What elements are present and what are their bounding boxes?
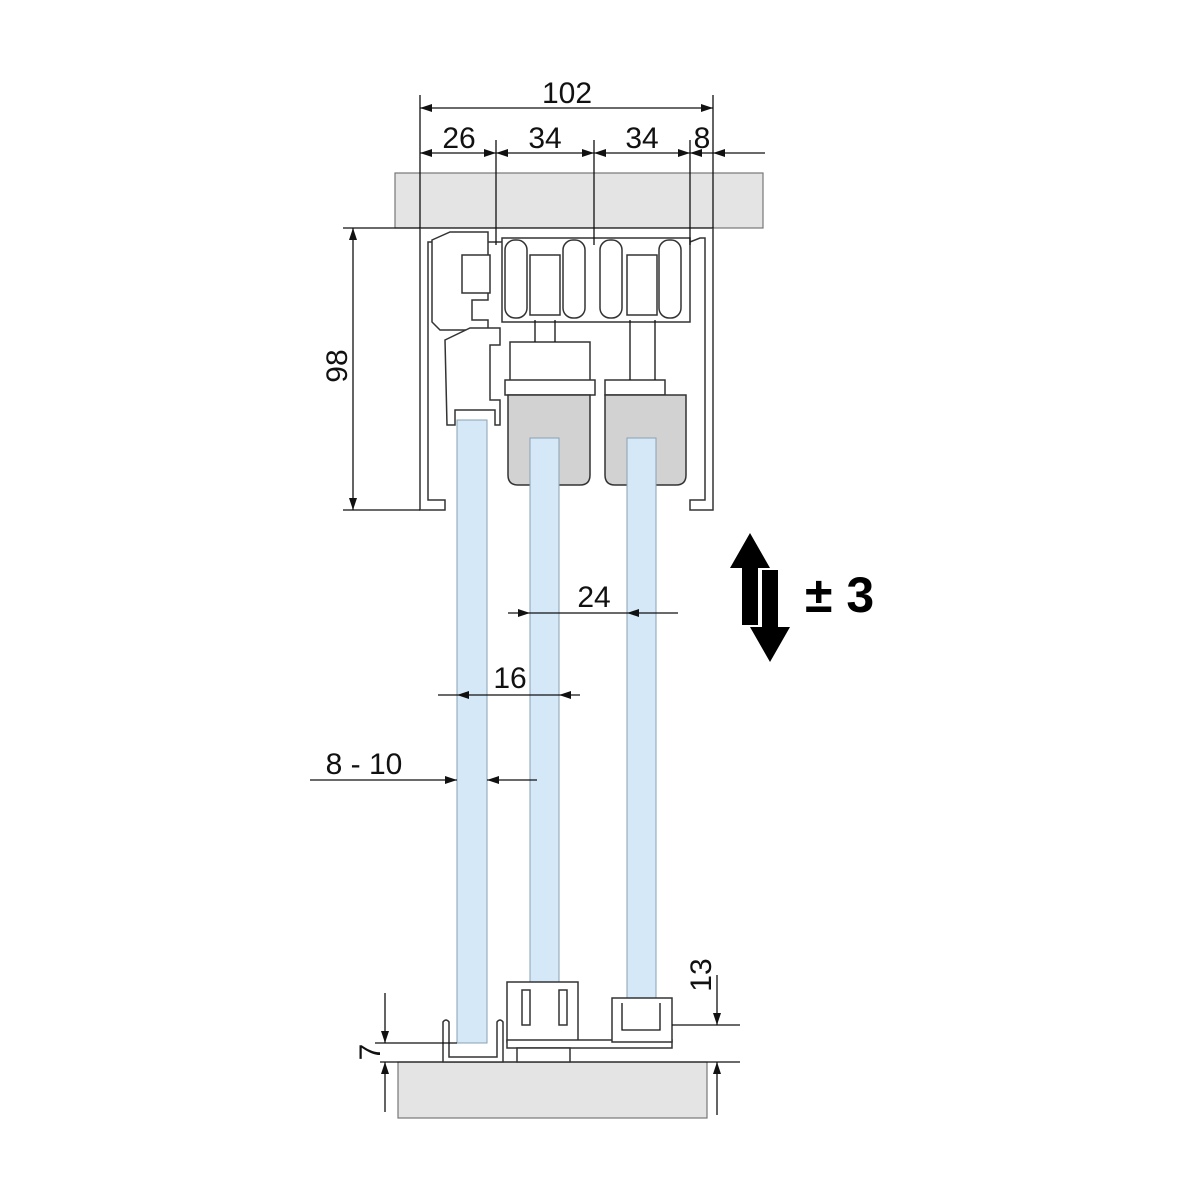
label-8: 8 [694, 122, 711, 155]
floor-channel [442, 1019, 504, 1063]
label-34-a: 34 [528, 122, 561, 155]
ceiling-block [394, 172, 764, 229]
glass-panel-sliding-2 [626, 437, 657, 1026]
adjustment-label: ± 3 [805, 567, 874, 623]
label-34-b: 34 [625, 122, 658, 155]
label-7: 7 [354, 1044, 387, 1061]
glass-panel-fixed [456, 419, 488, 1044]
label-98: 98 [321, 349, 354, 382]
guide-base [516, 1047, 571, 1063]
label-16: 16 [493, 662, 526, 695]
dim-bottom-guide-height: 13 [672, 958, 740, 1115]
bottom-guide-left [506, 981, 579, 1043]
dim-glass-thickness: 8 - 10 [310, 748, 537, 784]
top-track-profile [419, 227, 714, 511]
label-13: 13 [685, 958, 718, 991]
label-8-10: 8 - 10 [326, 748, 403, 781]
arrow-down-icon [750, 570, 790, 662]
dim-panel-spacing: 24 [508, 581, 678, 617]
label-24: 24 [577, 581, 610, 614]
glass-panel-sliding-1 [529, 437, 560, 1026]
height-adjustment-indicator: ± 3 [730, 533, 874, 662]
dim-segments: 26 34 34 8 [420, 122, 765, 245]
dim-total-width: 102 [419, 77, 714, 228]
bottom-guide-plate [506, 1039, 673, 1049]
dim-profile-height: 98 [321, 227, 420, 511]
arrow-up-icon [730, 533, 770, 625]
label-26: 26 [442, 122, 475, 155]
floor-block [397, 1061, 708, 1119]
dim-floor-channel-height: 7 [354, 993, 457, 1112]
bottom-guide-right [611, 997, 673, 1043]
label-102: 102 [542, 77, 592, 110]
dim-panel-offset: 16 [438, 662, 580, 699]
